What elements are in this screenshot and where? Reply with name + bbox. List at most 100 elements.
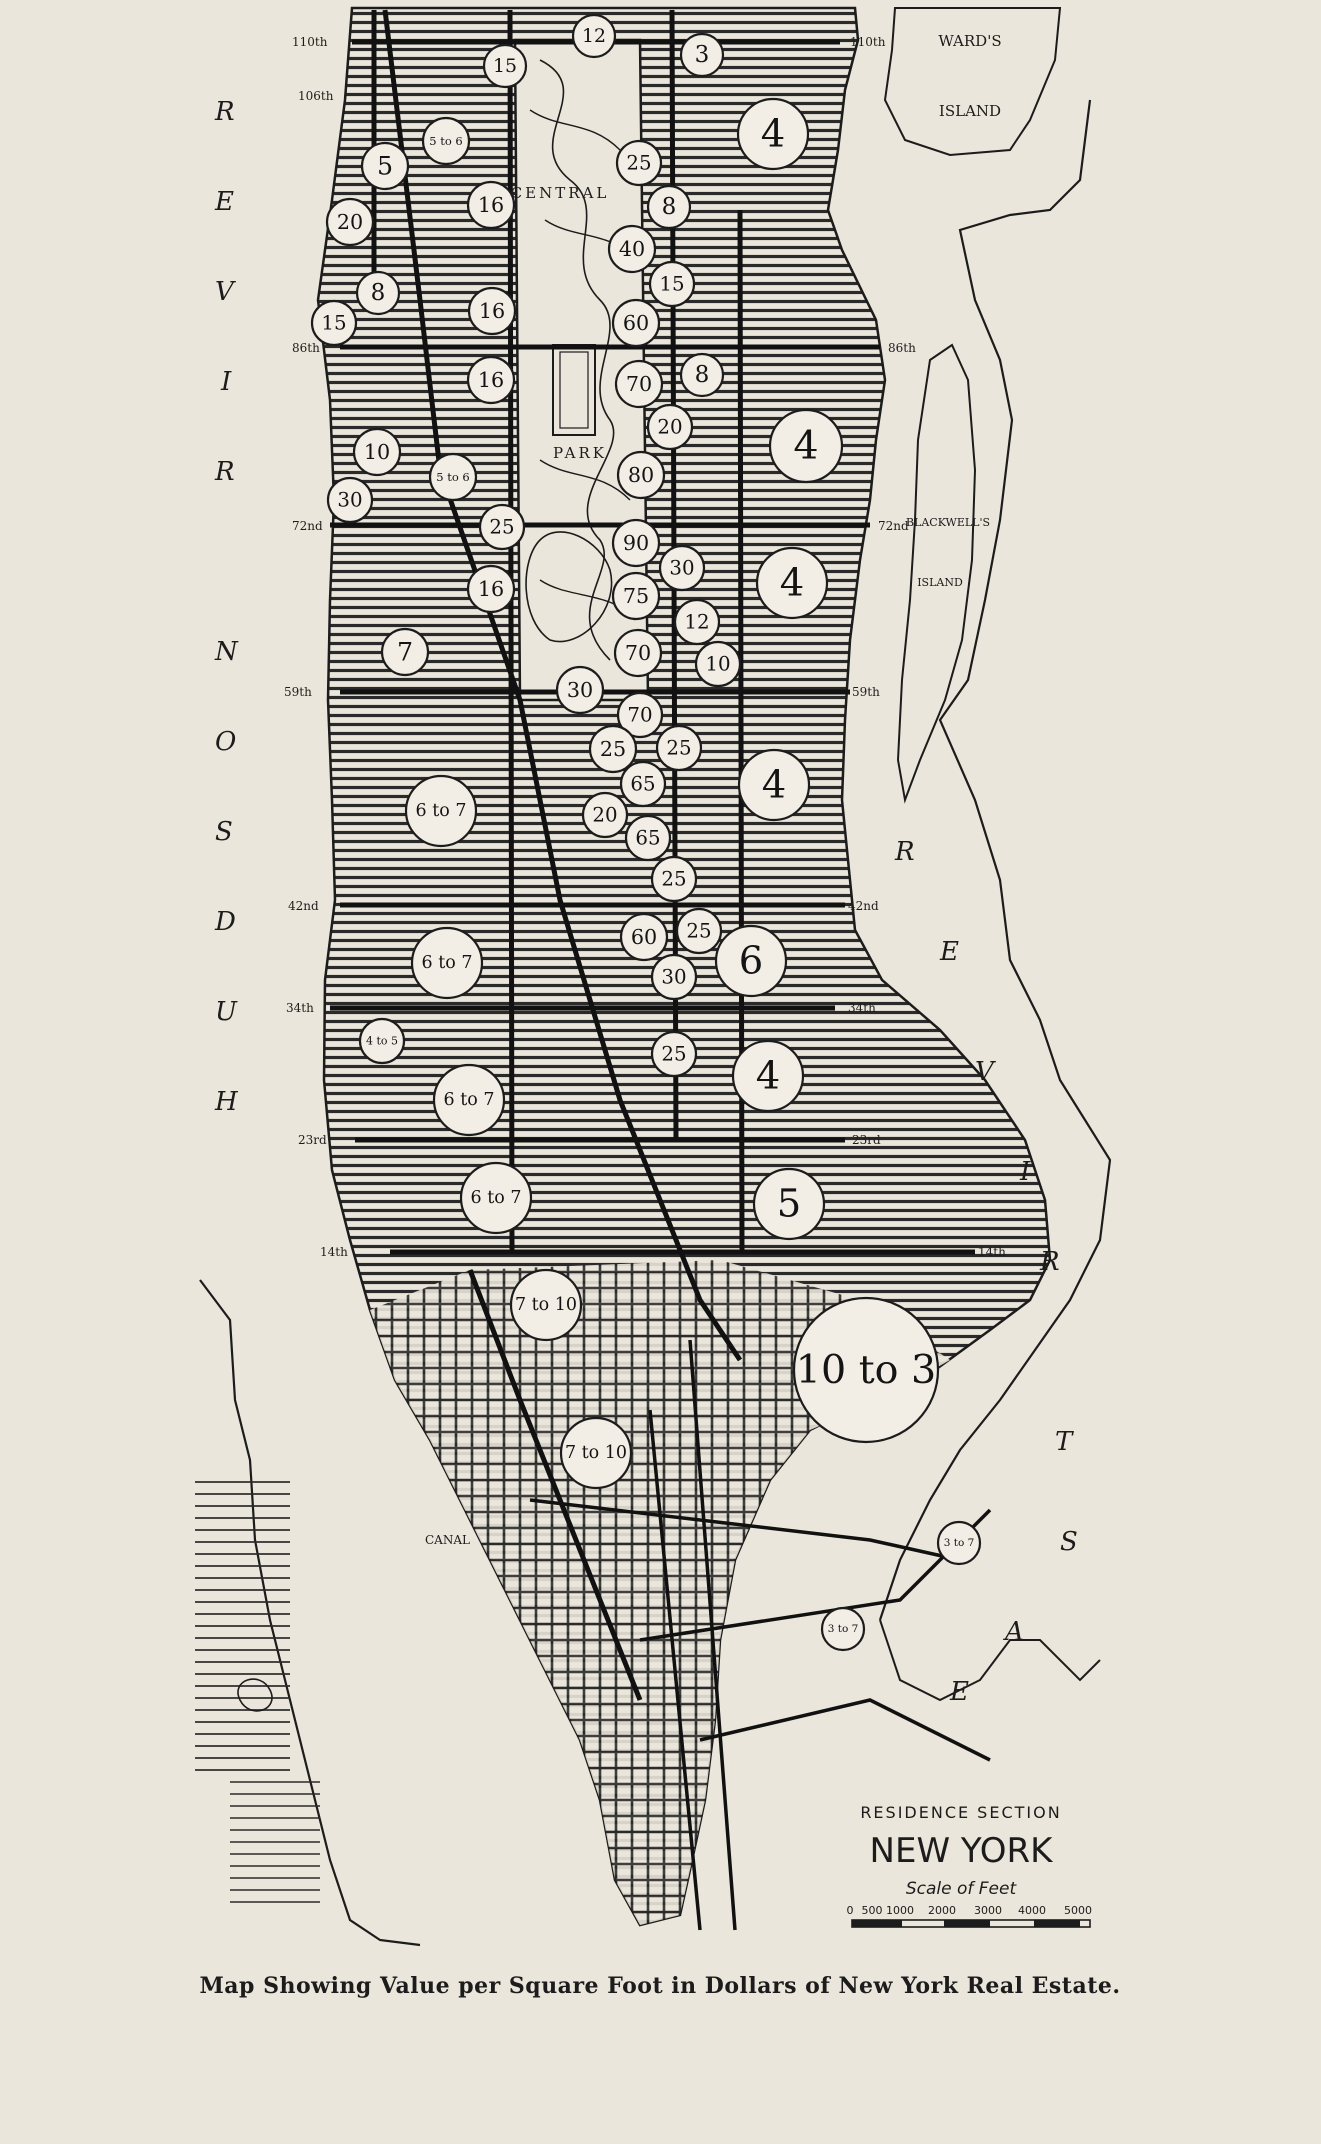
svg-text:106th: 106th [298,89,334,103]
value-circle [404,774,478,848]
value-circle-label: 25 [661,868,686,891]
value-circle [360,141,410,191]
value-circle [325,197,375,247]
street-labels: 110th 110th 106th 86th 86th 72nd 72nd 59… [284,35,1006,1547]
value-circle-label: 3 to 7 [828,1623,859,1635]
value-circle-label: 16 [478,193,504,217]
value-circle-label: 16 [478,577,504,601]
svg-text:V: V [215,277,236,307]
wards-island-label: WARD'S [938,32,1001,50]
value-circle [658,544,706,592]
value-circle [482,43,528,89]
value-circle-label: 15 [493,55,517,77]
value-circle-label: 30 [567,678,593,702]
value-circle-label: 70 [625,641,651,665]
value-circle-label: 12 [684,611,709,634]
value-circle [581,791,629,839]
value-circle [466,355,516,405]
value-circle-label: 25 [661,1043,686,1066]
value-circle-label: 25 [686,920,711,943]
blackwells-label: BLACKWELL'S [906,516,990,529]
value-circle [358,1017,406,1065]
svg-text:S: S [1060,1527,1078,1557]
value-circle [611,571,661,621]
value-circle-label: 3 [695,42,710,68]
svg-text:CANAL: CANAL [425,1533,470,1547]
value-circle-label: 4 [762,763,787,808]
value-circle [467,286,517,336]
value-circle-label: 6 to 7 [422,953,473,973]
value-circle-label: 6 to 7 [444,1090,495,1110]
value-circle-label: 8 [662,194,677,220]
svg-text:V: V [975,1057,996,1087]
value-circle [737,748,811,822]
value-circle [611,518,661,568]
value-circle-label: 4 [780,561,805,606]
value-circle-label: 15 [321,312,346,335]
value-circle [619,760,667,808]
value-circle [768,408,844,484]
wards-island [883,7,1062,157]
value-circle [655,724,703,772]
svg-text:E: E [939,937,959,967]
value-circle-label: 7 [397,638,413,667]
value-circle [355,270,401,316]
svg-text:34th: 34th [286,1001,314,1015]
value-circle-label: 8 [371,280,386,306]
value-circle [478,503,526,551]
map-caption: Map Showing Value per Square Foot in Dol… [199,1973,1121,1999]
value-circle [648,260,696,308]
value-circle [646,184,692,230]
value-circle [646,403,694,451]
svg-text:I: I [220,367,232,397]
value-circle-label: 6 [739,939,764,984]
value-circle [380,627,430,677]
value-circle [466,180,516,230]
value-circle-label: 5 to 6 [429,134,463,148]
value-circle [421,116,471,166]
svg-text:42nd: 42nd [848,899,879,913]
svg-text:5000: 5000 [1064,1904,1092,1917]
east-shoreline [878,99,1112,1621]
svg-text:59th: 59th [852,685,880,699]
value-circle-label: 20 [592,804,617,827]
value-circle-label: 25 [489,516,514,539]
value-circle [310,299,358,347]
value-circle [792,1296,940,1444]
scale-label: Scale of Feet [906,1879,1018,1899]
value-circle [731,1039,805,1113]
value-circle-label: 90 [623,531,649,555]
value-circle-label: 70 [626,372,652,396]
east-river-label: R E V I R T S A E [894,837,1078,1707]
value-circle-label: 75 [623,584,649,608]
value-circle [624,814,672,862]
svg-text:500: 500 [862,1904,883,1917]
value-circle-label: 25 [600,737,626,761]
value-circle [936,1520,982,1566]
value-circle-label: 3 to 7 [944,1537,975,1549]
blackwells-label-2: ISLAND [917,576,963,589]
value-circle-label: 16 [479,299,505,323]
value-circle-label: 25 [626,152,651,175]
value-circle [616,691,664,739]
svg-text:14th: 14th [978,1245,1006,1259]
value-circle [752,1167,826,1241]
value-circle [679,352,725,398]
value-circle-label: 30 [661,966,686,989]
central-label: CENTRAL [511,184,610,202]
value-circle-label: 5 [377,152,393,181]
value-circle-label: 20 [337,210,363,234]
value-circle-label: 40 [619,237,645,261]
hudson-river-label: R E V I R N O S D U H [214,97,239,1117]
value-circle [615,139,663,187]
value-circle [614,359,664,409]
svg-text:72nd: 72nd [292,519,323,533]
value-circle-label: 70 [627,704,652,727]
svg-text:59th: 59th [284,685,312,699]
value-circle [466,564,516,614]
value-circle [555,665,605,715]
svg-text:110th: 110th [292,35,328,49]
value-circle [714,924,788,998]
value-circle-label: 15 [659,273,684,296]
svg-text:A: A [1003,1617,1024,1647]
